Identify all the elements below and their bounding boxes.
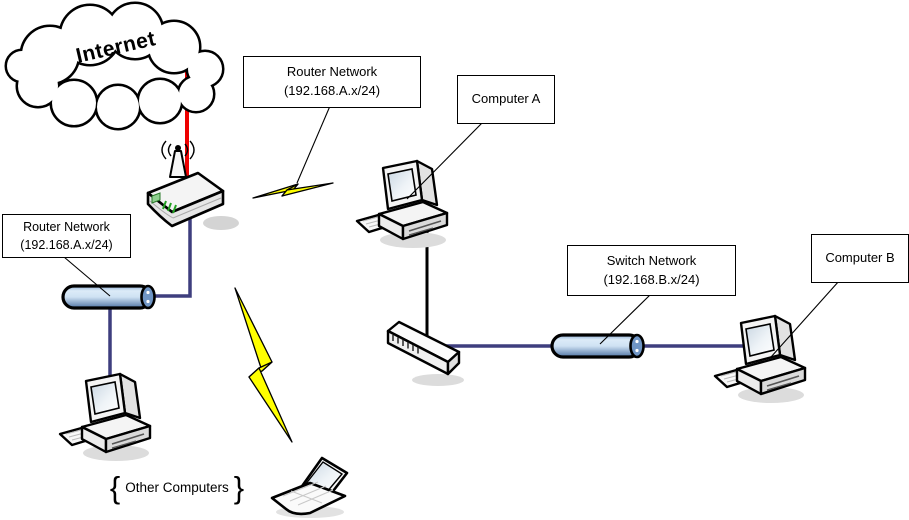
leader-lines [63, 105, 840, 358]
wireless-bolt-router-a-icon [252, 182, 334, 199]
other-computers-brace-right: } [233, 470, 245, 505]
router-network-segment-icon [61, 284, 156, 310]
leader-computer-b [770, 280, 840, 358]
computer-a-label: Computer A [457, 75, 555, 124]
router-network-left-line2: (192.168.A.x/24) [20, 238, 113, 252]
router-network-top-line2: (192.168.A.x/24) [283, 83, 381, 98]
wireless-bolt-router-laptop-icon [234, 287, 293, 443]
router-network-left-line1: Router Network [23, 219, 110, 234]
internet-cloud-icon [4, 1, 225, 131]
router-network-top-line1: Router Network [286, 64, 378, 80]
laptop-icon [270, 456, 349, 518]
switch-network-line1: Switch Network [606, 252, 697, 268]
router-network-left-label: Router Network (192.168.A.x/24) [2, 214, 131, 258]
leader-computer-a [406, 121, 484, 200]
switch-network-line2: (192.168.B.x/24) [603, 271, 700, 287]
router-to-hub-link [148, 212, 192, 298]
computer-b-label-text: Computer B [825, 250, 895, 266]
other-computers-text: Other Computers [125, 479, 229, 495]
computer-b-label: Computer B [811, 234, 909, 283]
other-computers-brace-left: { [109, 470, 121, 505]
switch-ports [392, 335, 419, 354]
leader-router-network-left [63, 256, 111, 297]
leader-router-network-top [296, 105, 331, 184]
computer-a-label-text: Computer A [471, 91, 541, 107]
other-computers-label: { Other Computers } [95, 470, 259, 506]
router-network-top-label: Router Network (192.168.A.x/24) [243, 56, 421, 108]
other-computer-icon [58, 372, 152, 463]
computer-b-icon [713, 314, 807, 405]
switch-network-segment-icon [550, 333, 645, 359]
leader-switch-network [599, 293, 652, 345]
radio-waves-icon [161, 140, 195, 160]
computer-a-icon [355, 159, 449, 250]
wireless-router-icon [146, 140, 239, 230]
switch-icon [386, 320, 464, 386]
switch-network-label: Switch Network (192.168.B.x/24) [567, 245, 736, 296]
